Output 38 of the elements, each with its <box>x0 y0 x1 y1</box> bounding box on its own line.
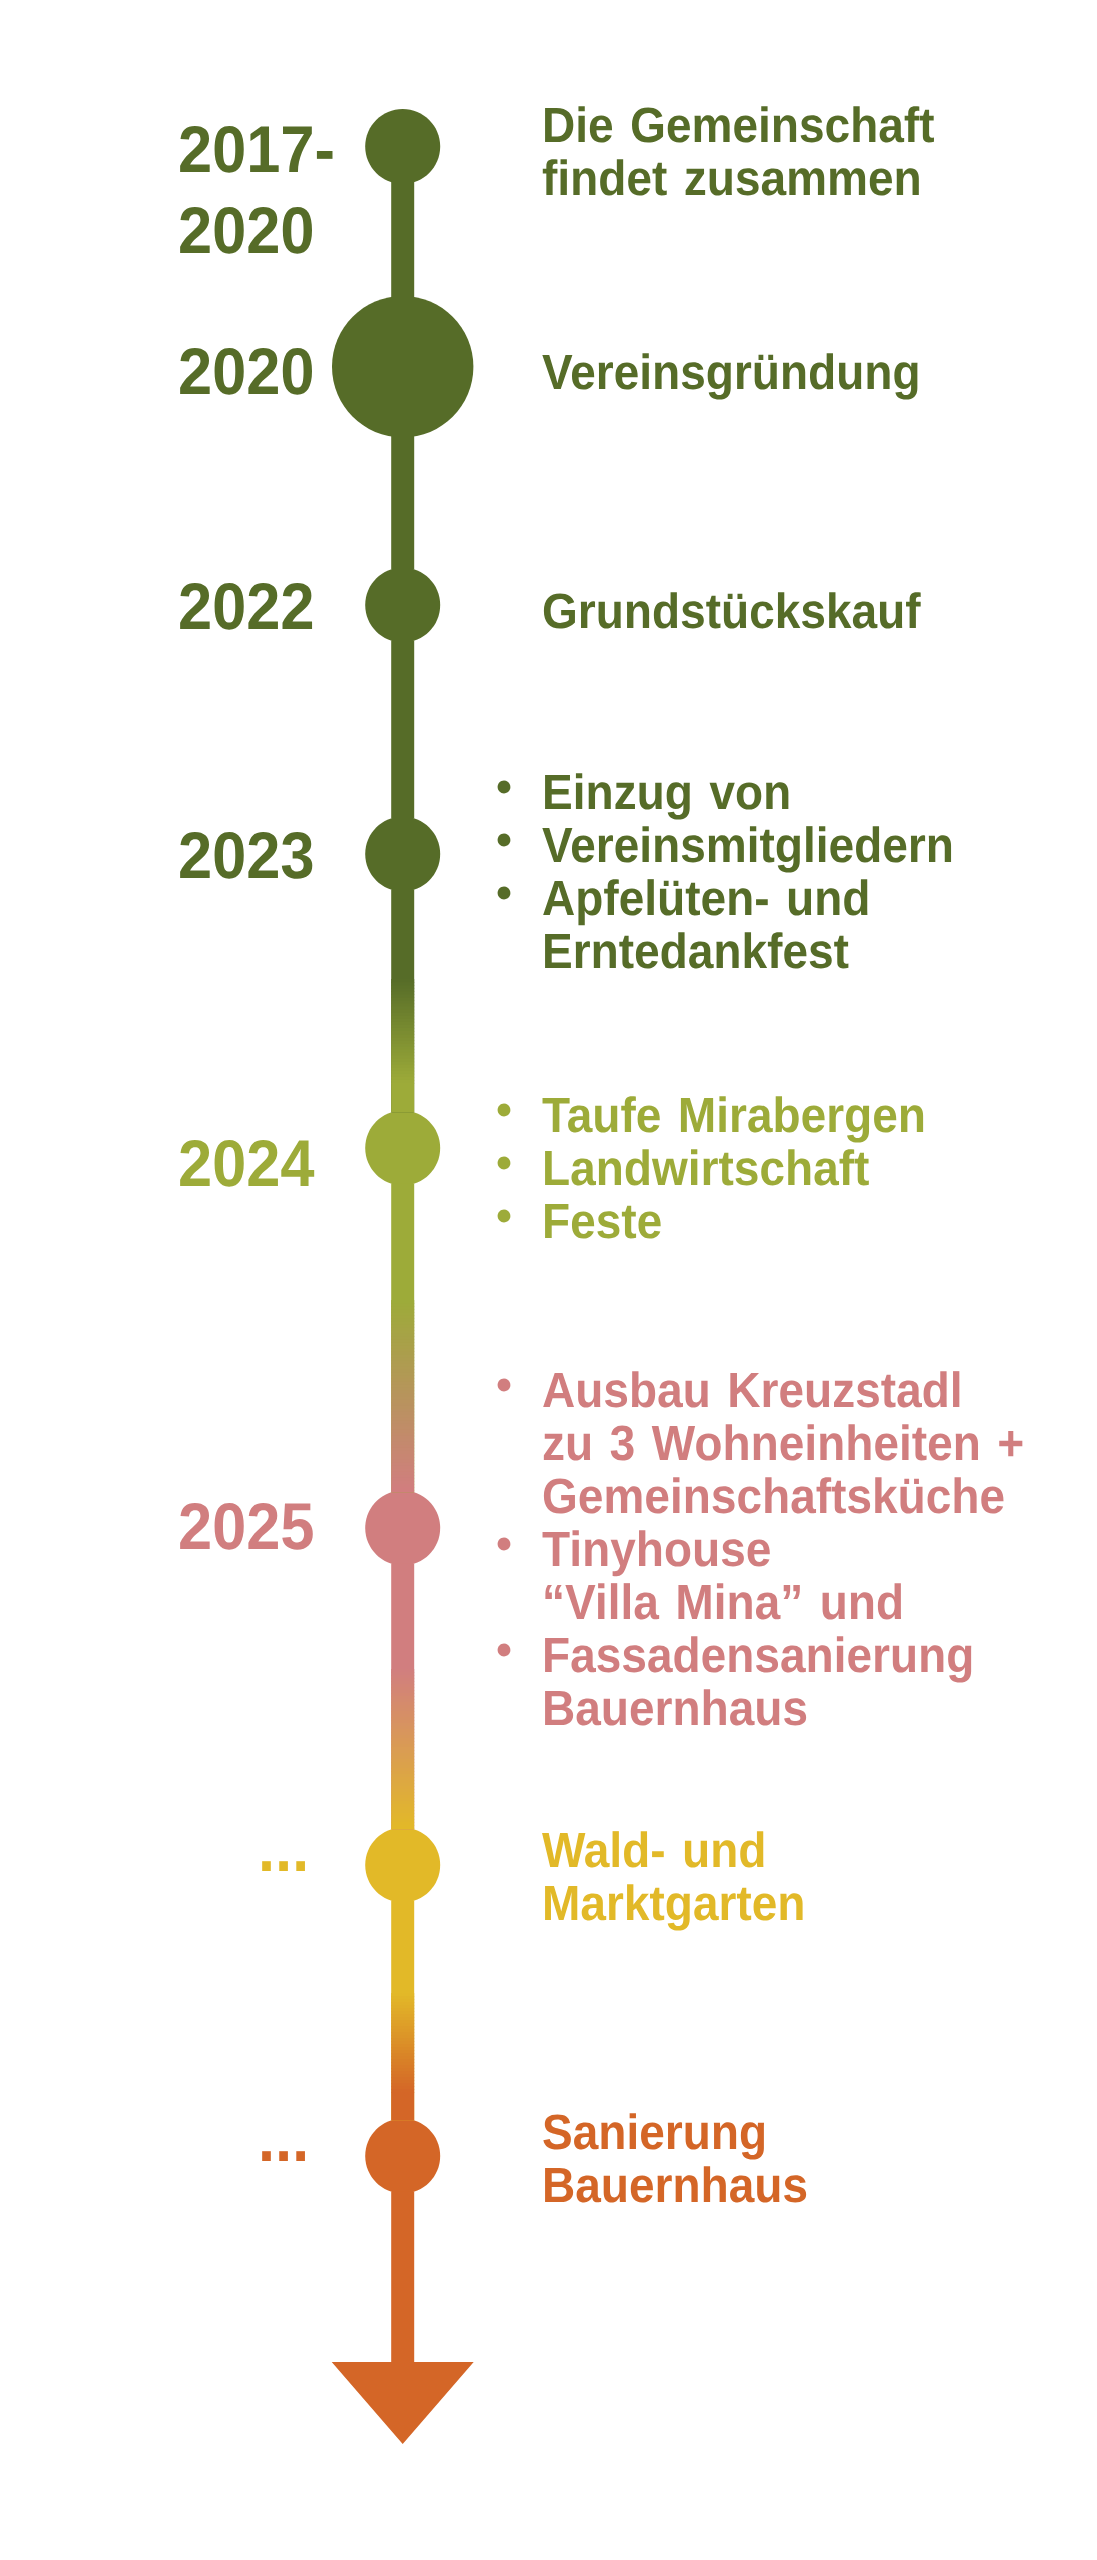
milestone-text: Feste <box>545 1203 661 1239</box>
date-label: 2025 <box>180 1502 313 1550</box>
timeline-line <box>391 889 415 1113</box>
timeline-line <box>391 181 415 299</box>
date-label: ... <box>262 1861 305 1871</box>
milestone-text: Die Gemeinschaft findet zusammen <box>542 106 934 196</box>
milestone-text: Vereinsmitgliedern <box>542 826 952 873</box>
timeline-dot <box>365 816 441 892</box>
milestone-text: Wald- und Marktgarten <box>542 1831 803 1931</box>
date-label: ... <box>262 2151 305 2161</box>
milestone-text: Landwirtschaft <box>545 1149 869 1186</box>
timeline-dot <box>332 296 474 438</box>
milestone-text: Grundstückskauf <box>543 592 921 629</box>
date-label: 2017-2020 <box>180 125 333 254</box>
timeline-dot <box>365 1110 441 1186</box>
timeline-dot <box>365 1827 441 1903</box>
milestone-text: Taufe Mirabergen <box>542 1096 924 1143</box>
timeline-dot <box>365 567 441 643</box>
milestone-text: Tinyhouse “Villa Mina” und <box>542 1530 902 1620</box>
timeline-line <box>391 435 415 570</box>
timeline-line <box>391 1183 415 1493</box>
milestone-text: Apfelüten- und Erntedankfest <box>543 879 868 969</box>
milestone-text: Fassadensanierung Bauernhaus <box>545 1636 972 1726</box>
timeline-dot <box>365 108 441 184</box>
milestone-text: Vereinsgründung <box>542 353 918 400</box>
date-label: 2022 <box>180 582 313 630</box>
date-label: 2024 <box>180 1139 315 1187</box>
timeline-dot <box>365 2118 441 2194</box>
timeline-dot <box>365 1490 441 1566</box>
milestone-text: Ausbau Kreuzstadl zu 3 Wohneinheiten + Gemeinschaftsküche <box>543 1371 1023 1514</box>
date-label: 2020 <box>180 347 312 395</box>
timeline-arrow <box>331 2191 474 2444</box>
timeline-line <box>391 1900 415 2121</box>
date-label: 2023 <box>180 831 313 879</box>
milestone-text: Sanierung Bauernhaus <box>543 2113 807 2203</box>
timeline-line <box>391 1563 415 1830</box>
milestone-text: Einzug von <box>545 773 789 820</box>
timeline-line <box>391 640 415 819</box>
